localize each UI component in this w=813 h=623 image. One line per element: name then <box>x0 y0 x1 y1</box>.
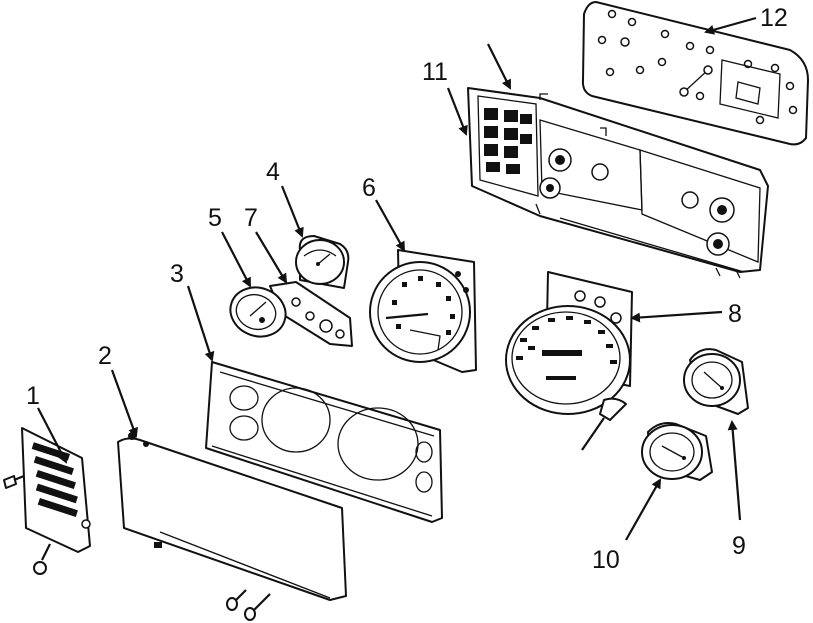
callout-2: 2 <box>98 342 112 370</box>
mounting-screw <box>244 593 271 621</box>
callout-12: 12 <box>760 4 788 32</box>
callout-8: 8 <box>728 300 742 328</box>
mounting-screw <box>226 589 247 611</box>
callout-9: 9 <box>732 532 746 560</box>
leader-arrows <box>37 16 757 541</box>
callout-labels: 1 2 3 4 5 6 7 8 9 10 11 12 <box>26 4 788 574</box>
oil-pressure-gauge <box>295 235 350 289</box>
mounting-screw <box>33 543 51 575</box>
callout-5: 5 <box>208 204 222 232</box>
mounting-screw <box>3 474 25 489</box>
cluster-bezel <box>205 361 443 523</box>
callout-1: 1 <box>26 382 40 410</box>
fuel-gauge <box>683 348 749 415</box>
speedometer <box>505 271 633 451</box>
temperature-gauge <box>229 286 287 338</box>
callout-6: 6 <box>362 174 376 202</box>
cluster-housing <box>467 87 769 279</box>
callout-4: 4 <box>266 158 280 186</box>
panel-plate <box>21 427 91 553</box>
callout-3: 3 <box>170 260 184 288</box>
cluster-lens <box>117 432 347 601</box>
callout-7: 7 <box>244 204 258 232</box>
tachometer <box>369 249 477 373</box>
printed-circuit-plate <box>581 1 809 146</box>
callout-11: 11 <box>422 58 448 86</box>
voltmeter-gauge <box>641 422 713 481</box>
callout-10: 10 <box>592 546 620 574</box>
